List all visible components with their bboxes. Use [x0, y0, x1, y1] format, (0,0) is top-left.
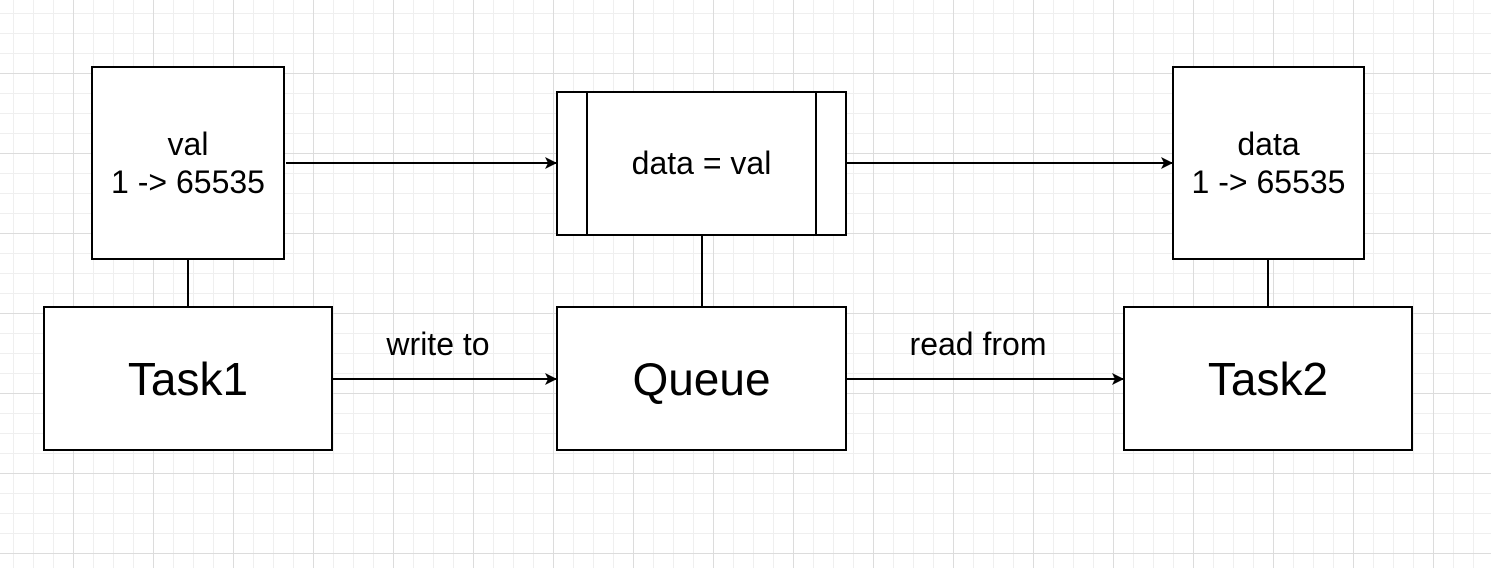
data-box[interactable]: data 1 -> 65535 [1172, 66, 1365, 260]
task2-box[interactable]: Task2 [1123, 306, 1413, 451]
val-box-line2: 1 -> 65535 [111, 164, 265, 200]
queue-data-right-bar [815, 93, 817, 234]
val-box-line1: val [167, 126, 209, 162]
queue-data-left-bar [586, 93, 588, 234]
data-box-line2: 1 -> 65535 [1191, 164, 1346, 200]
task2-label: Task2 [1207, 352, 1329, 405]
task1-label: Task1 [127, 352, 249, 405]
queue-box[interactable]: Queue [556, 306, 847, 451]
val-box[interactable]: val 1 -> 65535 [91, 66, 285, 260]
edge-label-write-to: write to [386, 326, 490, 362]
edge-label-read-from: read from [909, 326, 1047, 362]
queue-data-label: data = val [631, 145, 772, 181]
task1-box[interactable]: Task1 [43, 306, 333, 451]
data-box-line1: data [1237, 126, 1300, 162]
queue-data-box[interactable]: data = val [556, 91, 847, 236]
queue-label: Queue [632, 352, 771, 405]
